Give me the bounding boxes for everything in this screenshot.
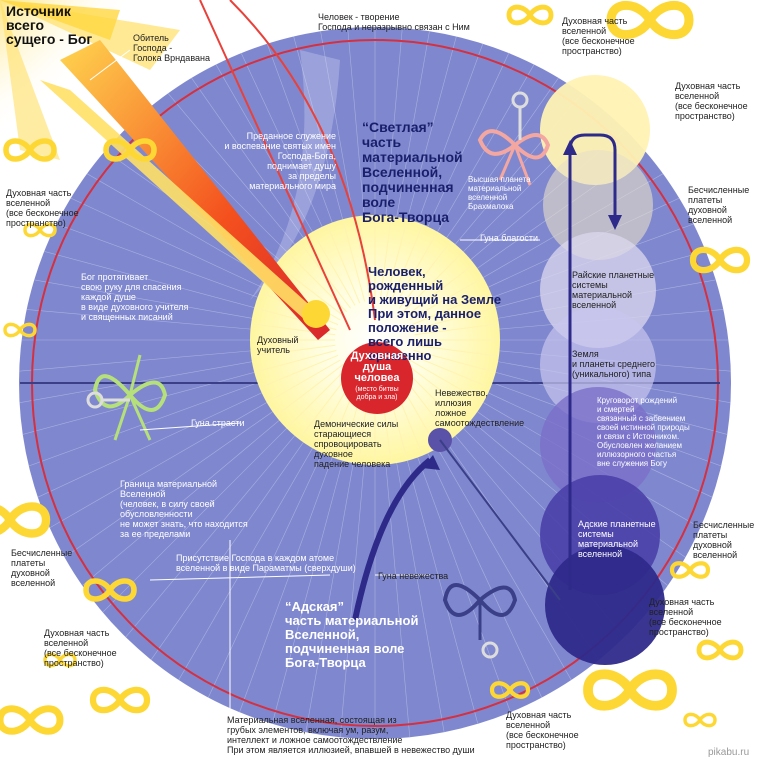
- pointer-lines: [89, 49, 540, 720]
- spiritual-part-label: Духовная часть вселенной (все бесконечно…: [675, 81, 748, 121]
- hell-part-label: “Адская” часть материальной Вселенной, п…: [285, 599, 419, 670]
- hellish-systems-label: Адские планетные системы материальной вс…: [578, 519, 656, 559]
- infinity-icon: [83, 578, 137, 602]
- ignorance-line: [439, 439, 561, 601]
- central-sun: [250, 215, 500, 465]
- guna-passion-label: Гуна страсти: [191, 418, 245, 428]
- paramatma-label: Присутствие Господа в каждом атоме вселе…: [176, 553, 356, 573]
- hook-icon: [511, 91, 529, 140]
- spiritual-teacher-ball: [302, 300, 330, 328]
- goloka-label: Обитель Господа - Голока Врндавана: [133, 33, 210, 63]
- man-born-label: Человек, рожденный и живущий на Земле Пр…: [368, 264, 502, 363]
- soul-title: Духовная душа человеа: [350, 350, 404, 384]
- ribbon-bow-icon: [442, 583, 518, 640]
- infinity-icon: [696, 639, 744, 661]
- infinity-icon: [23, 222, 57, 238]
- brahmaloka-label: Высшая планета материальной вселенной Бр…: [468, 175, 531, 211]
- infinity-icon: [583, 669, 677, 711]
- boundary-label: Граница материальной Вселенной (человек,…: [120, 479, 248, 539]
- material-universe-label: Материальная вселенная, состоящая из гру…: [227, 715, 475, 755]
- infinity-icon: [606, 1, 694, 39]
- spiritual-part-label: Духовная часть вселенной (все бесконечно…: [44, 628, 117, 668]
- infinity-icon: [669, 561, 711, 579]
- countless-plates-label: Бесчисленные платеты духовной вселенной: [688, 185, 750, 225]
- infinity-icon: [689, 246, 751, 274]
- light-part-label: “Светлая” часть материальной Вселенной, …: [362, 119, 463, 225]
- hook-icon: [481, 641, 499, 659]
- man-creation-line: [229, 0, 376, 321]
- infinity-icon: [43, 652, 77, 668]
- infinity-icon: [103, 138, 157, 162]
- countless-plates-label: Бесчисленные платеты духовной вселенной: [11, 548, 73, 588]
- infinity-icon: [506, 4, 554, 26]
- cycle-label: Круговорот рождений и смертей связанный …: [597, 396, 690, 468]
- god-extends-label: Бог протягивает свою руку для спасения к…: [81, 272, 189, 322]
- guna-ignorance-label: Гуна невежества: [378, 571, 449, 581]
- infinity-icon: [3, 322, 37, 338]
- infinity-icon: [89, 686, 151, 714]
- infinity-icon: [0, 705, 64, 735]
- guna-goodness-label: Гуна благости: [480, 233, 538, 243]
- man-creation-label: Человек - творение Господа и неразрывно …: [318, 12, 470, 32]
- devotional-service-label: Преданное служение и воспевание святых и…: [224, 131, 336, 191]
- soul-circle: [341, 342, 413, 414]
- spiritual-part-label: Духовная часть вселенной (все бесконечно…: [6, 188, 79, 228]
- planet-systems-column: [540, 75, 665, 665]
- demonic-forces-label: Демонические силы старающиеся спровоциро…: [314, 419, 399, 469]
- countless-plates-label: Бесчисленные платеты духовной вселенной: [693, 520, 755, 560]
- earth-label: Земля и планеты среднего (уникального) т…: [572, 349, 656, 379]
- hook-icon: [86, 391, 130, 409]
- ignorance-label: Невежество, иллюзия ложное самоотождеств…: [435, 388, 525, 428]
- heavenly-label: Райские планетные системы материальной в…: [572, 270, 655, 310]
- ribbon-bow-icon: [92, 354, 168, 441]
- watermark: pikabu.ru: [708, 747, 750, 758]
- fall-arrow: [352, 455, 440, 621]
- infinity-icon: [489, 681, 531, 699]
- spiritual-part-label: Духовная часть вселенной (все бесконечно…: [562, 16, 635, 56]
- infinity-icon: [0, 502, 51, 538]
- infinity-icon: [3, 138, 57, 162]
- spiritual-part-label: Духовная часть вселенной (все бесконечно…: [649, 597, 722, 637]
- spiritual-part-label: Духовная часть вселенной (все бесконечно…: [506, 710, 579, 750]
- soul-subtitle: (место битвы добра и зла): [355, 386, 399, 401]
- god-source-label: Источник всего сущего - Бог: [6, 3, 93, 47]
- infinity-icons: [0, 1, 751, 735]
- ribbon-bow-icon: [477, 129, 551, 186]
- spiritual-teacher-label: Духовный учитель: [257, 335, 299, 355]
- infinity-icon: [683, 712, 717, 728]
